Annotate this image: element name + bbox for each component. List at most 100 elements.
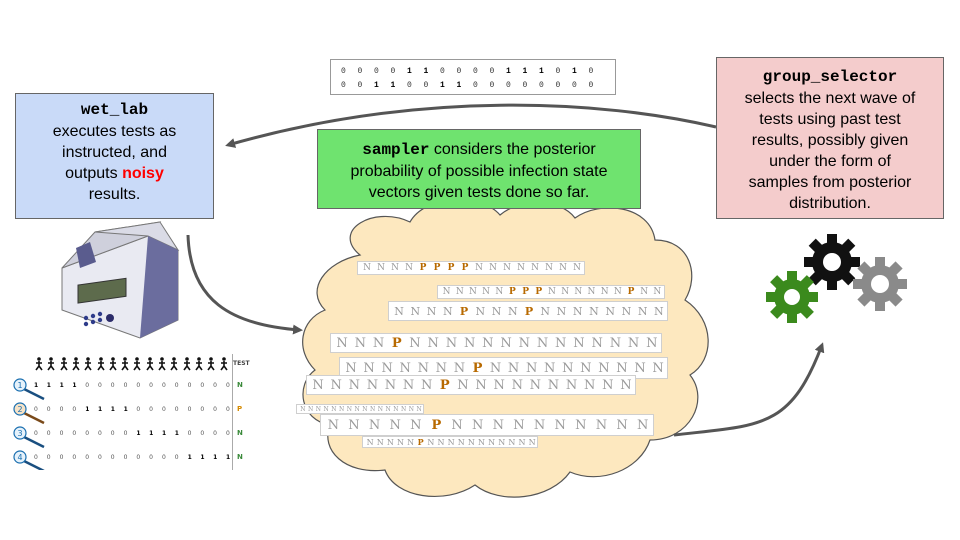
negative-state: N [463,335,476,351]
negative-state: N [384,377,397,393]
negative-state: N [381,360,393,376]
test-row-bit: 1 [110,406,115,413]
person-icon [169,356,179,371]
negative-state: N [421,377,433,393]
negative-state: N [354,405,360,413]
test-row-bit: 1 [149,430,154,437]
negative-state: N [489,360,502,376]
negative-state: N [362,405,368,413]
negative-state: N [416,405,422,413]
negative-state: N [405,263,413,273]
negative-state: N [451,417,463,433]
negative-state: N [605,304,615,318]
negative-state: N [555,335,567,351]
person-icon [34,356,44,371]
test-bit: 0 [539,80,544,90]
negative-state: N [401,405,407,413]
negative-state: N [409,335,421,351]
negative-state: N [562,360,574,376]
negative-state: N [477,437,485,447]
test-bit: 1 [522,66,528,76]
test-row-bit: 1 [187,454,192,461]
negative-state: N [370,405,376,413]
test-row-bit: 0 [200,406,205,413]
negative-state: N [437,437,445,447]
negative-state: N [389,417,401,433]
test-bit: 0 [357,80,363,90]
test-row-bit: 0 [213,406,217,413]
test-row-bit: 0 [225,406,230,413]
negative-state: N [482,335,494,351]
test-bit: 0 [357,66,363,76]
person-icon [132,356,142,371]
test-row-bit: 0 [136,382,141,389]
test-row-bit: 1 [97,406,103,413]
negative-state: N [554,417,566,433]
negative-state: N [396,437,404,447]
test-row-bit: 1 [85,406,90,413]
test-row-bit: 0 [59,430,64,437]
test-bit: 0 [506,80,511,90]
test-column-header: TEST [233,360,250,367]
negative-state: N [517,263,525,273]
negative-state: N [482,287,491,297]
negative-state: N [540,304,551,318]
arrow-sampler-to-selector [673,342,825,437]
group-selector-line: distribution. [789,195,871,212]
test-row-bit: 0 [59,406,64,413]
negative-state: N [408,405,414,413]
test-row-bit: 0 [97,454,102,461]
negative-state: N [453,360,466,376]
positive-state: P [509,287,516,297]
negative-state: N [372,335,385,351]
sampler-box: sampler considers the posterior probabil… [317,129,641,209]
test-bit: 0 [407,80,412,90]
negative-state: N [561,287,570,297]
negative-state: N [500,335,512,351]
negative-state: N [435,360,448,376]
negative-state: N [591,335,603,351]
test-row-bit: 0 [85,430,90,437]
negative-state: N [363,360,375,376]
test-row-bit: 0 [187,382,192,389]
person-icon [59,356,69,371]
negative-state: N [518,335,530,351]
gears-icon [766,234,907,323]
negative-state: N [598,360,610,376]
negative-state: N [637,417,649,433]
sampler-line: sampler considers the posterior [318,139,640,161]
negative-state: N [584,377,596,393]
test-row-bit: 0 [187,406,192,413]
positive-state: P [627,287,635,297]
magnifier-number: 4 [17,453,22,462]
test-bit: 0 [440,66,445,76]
negative-state: N [609,335,622,351]
negative-state: N [407,437,415,447]
arrow-selector-to-wetlab [225,103,717,148]
negative-state: N [354,335,367,351]
negative-state: N [613,287,622,297]
negative-state: N [495,287,504,297]
negative-state: N [323,405,329,413]
negative-state: N [507,304,518,318]
test-row-bit: 0 [174,406,179,413]
person-icon [157,356,167,371]
test-bit: 1 [440,80,445,90]
sampler-title: sampler [362,141,430,159]
negative-state: N [410,417,422,433]
negative-state: N [547,377,560,393]
test-result: P [237,405,243,413]
negative-state: N [531,263,539,273]
negative-state: N [572,304,583,318]
negative-state: N [508,437,516,447]
negative-state: N [308,405,314,413]
negative-state: N [493,377,505,393]
test-row-bit: 0 [110,454,115,461]
negative-state: N [575,417,587,433]
positive-state: P [447,263,455,273]
negative-state: N [426,304,437,318]
test-row-bit: 0 [200,382,205,389]
wet-lab-line: results. [88,186,141,203]
